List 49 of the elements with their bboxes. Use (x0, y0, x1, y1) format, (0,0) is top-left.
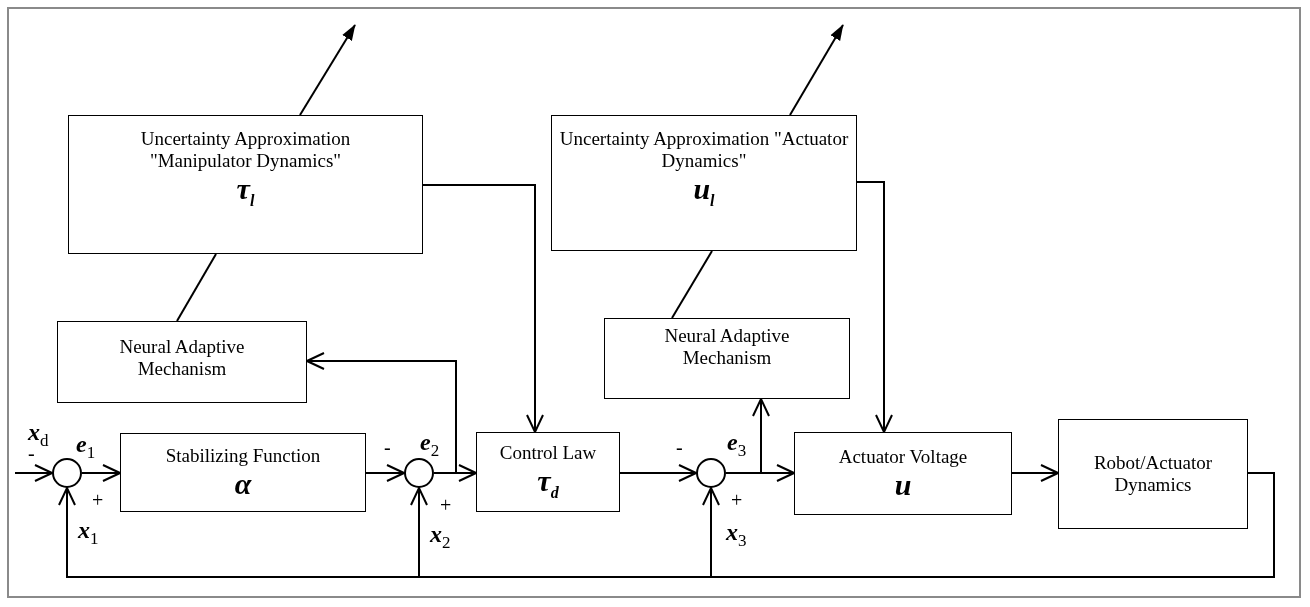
sign-label: + (731, 490, 743, 510)
math-symbol: τ$_{d}$ (537, 464, 559, 502)
connector-line (671, 250, 713, 319)
arrow (422, 184, 544, 433)
summing-junction (696, 458, 726, 488)
signal-label: e$_{1}$ (76, 432, 96, 461)
box-label: Actuator Voltage (838, 446, 968, 468)
math-symbol: τ$_{l}$ (236, 171, 255, 210)
box-label: Stabilizing Function (165, 445, 321, 467)
box-label: Robot/Actuator Dynamics (1092, 452, 1214, 496)
arrow (702, 472, 1275, 578)
summing-junction (52, 458, 82, 488)
process-box (57, 321, 307, 403)
process-box (794, 432, 1012, 515)
signal-label: x$_{1}$ (78, 518, 99, 547)
connector-line (176, 253, 217, 322)
box-label: Neural Adaptive Mechanism (118, 336, 246, 380)
signal-label: e$_{3}$ (727, 430, 747, 459)
math-symbol: u (894, 467, 912, 501)
process-box (476, 432, 620, 512)
sign-label: + (92, 490, 104, 510)
signal-label: x$_{2}$ (430, 522, 451, 551)
arrow (856, 181, 893, 433)
process-box (551, 115, 857, 251)
process-box (1058, 419, 1248, 529)
arrow (725, 398, 770, 474)
sign-label: - (676, 437, 683, 457)
arrow (365, 464, 405, 482)
math-symbol: u$_{l}$ (693, 171, 715, 210)
math-symbol: α (234, 466, 252, 500)
arrow (14, 464, 53, 482)
signal-label: x$_{3}$ (726, 520, 747, 549)
process-box (68, 115, 423, 254)
process-box (120, 433, 366, 512)
sign-label: + (440, 495, 452, 515)
summing-junction (404, 458, 434, 488)
arrow (299, 24, 356, 116)
box-label: Uncertainty Approximation "Manipulator Dynamics" (139, 128, 352, 172)
arrow (1011, 464, 1059, 482)
arrow (619, 464, 697, 482)
arrow (789, 24, 844, 116)
box-label: Neural Adaptive Mechanism (663, 325, 791, 369)
box-label: Control Law (499, 442, 597, 465)
signal-label: e$_{2}$ (420, 430, 440, 459)
process-box (604, 318, 850, 399)
arrow (81, 464, 121, 482)
arrow (306, 352, 457, 474)
sign-label: - (384, 437, 391, 457)
box-label: Uncertainty Approximation "Actuator Dynamics" (559, 128, 849, 172)
